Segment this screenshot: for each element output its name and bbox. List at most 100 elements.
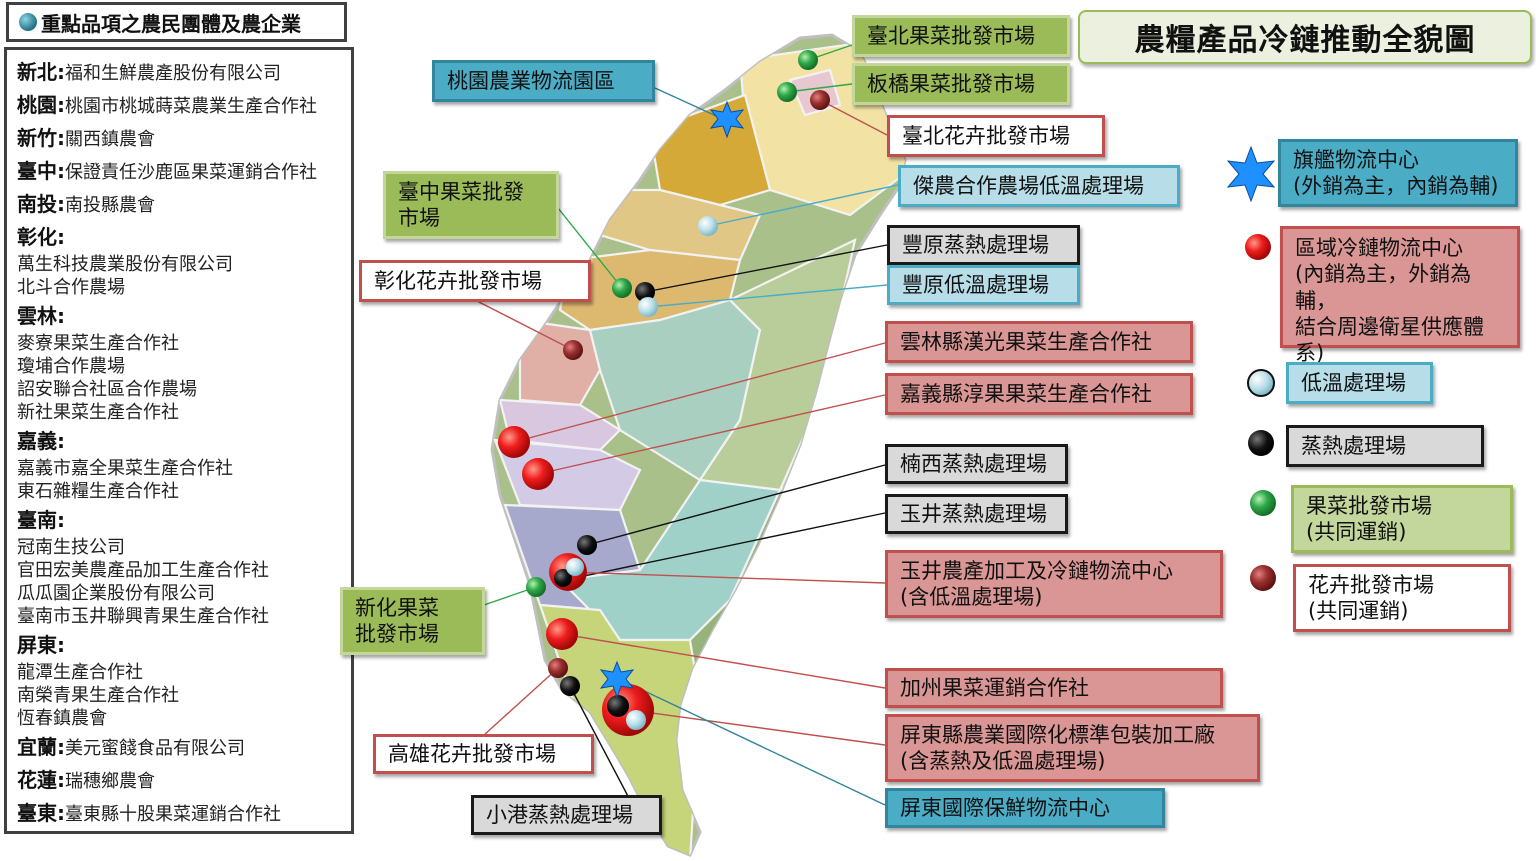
entry-organization: 北斗合作農場 (17, 277, 125, 298)
steam-marker-yujing (554, 569, 572, 587)
entry-organization: 嘉義市嘉全果菜生產合作社 (17, 458, 233, 479)
entry-organization: 南投縣農會 (65, 195, 155, 216)
entry-county: 臺中: (17, 159, 65, 183)
farmer-group-entry: 屏東: 龍潭生產合作社南榮青果生產合作社恆春鎮農會 (17, 631, 341, 730)
regional-center-marker-chiayi (522, 458, 554, 490)
legend-low-temp-icon (1247, 369, 1275, 397)
low-temp-marker-pingtung (626, 710, 646, 730)
farmer-group-entry: 宜蘭:美元蜜餞食品有限公司 (17, 733, 341, 763)
label-fengyuan-steam: 豐原蒸熱處理場 (887, 225, 1080, 265)
entry-organization: 桃園市桃城蒔菜農業生產合作社 (65, 96, 317, 117)
flower-market-marker-kaohsiung (548, 658, 568, 678)
entry-county: 嘉義: (17, 429, 65, 453)
steam-marker-xiaogang (560, 676, 580, 696)
low-temp-marker-yujing (566, 558, 584, 576)
farmer-group-entry: 雲林: 麥寮果菜生產合作社瓊埔合作農場詔安聯合社區合作農場新社果菜生產合作社 (17, 302, 341, 424)
entry-organization: 萬生科技農業股份有限公司 (17, 254, 233, 275)
fruit-market-marker-xinhua (526, 577, 546, 597)
entry-organization: 臺東縣十股果菜運銷合作社 (65, 804, 281, 825)
farmer-group-entry: 臺中:保證責任沙鹿區果菜運銷合作社 (17, 157, 341, 187)
farmer-group-entry: 嘉義:嘉義市嘉全果菜生產合作社東石雜糧生產合作社 (17, 427, 341, 503)
label-kaohsiung-flower-market: 高雄花卉批發市場 (373, 734, 594, 774)
label-yujing-steam: 玉井蒸熱處理場 (885, 494, 1068, 534)
regional-center-marker-yunlin (498, 426, 530, 458)
flagship-star-taoyuan (709, 100, 745, 139)
entry-organization: 南榮青果生產合作社 (17, 685, 179, 706)
entry-organization: 詔安聯合社區合作農場 (17, 379, 197, 400)
entry-county: 花蓮: (17, 768, 65, 792)
farmer-group-entry: 臺南: 冠南生技公司官田宏美農產品加工生產合作社瓜瓜園企業股份有限公司臺南市玉井聯… (17, 506, 341, 628)
entry-organization: 冠南生技公司 (17, 537, 125, 558)
entry-organization: 新社果菜生產合作社 (17, 402, 179, 423)
entry-organization: 官田宏美農產品加工生產合作社 (17, 560, 269, 581)
farmer-groups-list: 新北:福和生鮮農產股份有限公司桃園:桃園市桃城蒔菜農業生產合作社新竹:關西鎮農會… (4, 47, 354, 834)
farmer-group-entry: 新北:福和生鮮農產股份有限公司 (17, 58, 341, 88)
label-pingtung-center: 屏東國際保鮮物流中心 (885, 788, 1165, 828)
entry-organization: 麥寮果菜生產合作社 (17, 333, 179, 354)
legend-steam: 蒸熱處理場 (1286, 425, 1484, 467)
entry-county: 臺東: (17, 801, 65, 825)
label-chiayi-coop: 嘉義縣淳果果菜生產合作社 (885, 373, 1193, 415)
farmer-group-entry: 新竹:關西鎮農會 (17, 124, 341, 154)
label-taoyuan-park: 桃園農業物流園區 (432, 60, 655, 102)
entry-county: 宜蘭: (17, 735, 65, 759)
entry-organization: 瓜瓜園企業股份有限公司 (17, 583, 215, 604)
farmer-group-entry: 彰化: 萬生科技農業股份有限公司北斗合作農場 (17, 223, 341, 299)
label-fengyuan-low-temp: 豐原低溫處理場 (887, 265, 1080, 305)
flower-market-marker-changhua (563, 340, 583, 360)
connector-lines (474, 44, 899, 806)
map-markers (498, 50, 830, 736)
flower-market-marker-taipei (810, 90, 830, 110)
label-jienong-low-temp: 傑農合作農場低溫處理場 (898, 165, 1180, 207)
legend-regional-icon (1245, 234, 1271, 260)
fruit-market-marker-taipei (798, 50, 818, 70)
entry-organization: 恆春鎮農會 (17, 708, 107, 729)
legend-flagship: 旗艦物流中心 (外銷為主，內銷為輔) (1278, 139, 1518, 207)
label-taichung-fruit-market: 臺中果菜批發市場 (383, 171, 559, 239)
page-title: 農糧產品冷鏈推動全貌圖 (1078, 10, 1532, 64)
entry-organization: 美元蜜餞食品有限公司 (65, 738, 245, 759)
legend-symbols (1226, 145, 1276, 591)
legend-flower-market-icon (1250, 565, 1276, 591)
entry-county: 彰化: (17, 225, 65, 249)
low-temp-marker-jienong (698, 216, 718, 236)
left-panel-heading-text: 重點品項之農民團體及農企業 (41, 11, 301, 36)
label-yunlin-coop: 雲林縣漢光果菜生產合作社 (885, 321, 1193, 363)
entry-county: 雲林: (17, 304, 65, 328)
entry-county: 新竹: (17, 126, 65, 150)
label-taipei-flower-market: 臺北花卉批發市場 (887, 115, 1105, 157)
legend-fruit-market: 果菜批發市場 (共同運銷) (1291, 485, 1513, 553)
legend-regional-center: 區域冷鏈物流中心 (內銷為主，外銷為輔， 結合周邊衛星供應體 系) (1280, 226, 1520, 365)
label-taipei-fruit-market: 臺北果菜批發市場 (852, 15, 1070, 57)
farmer-group-entry: 花蓮:瑞穗鄉農會 (17, 766, 341, 796)
entry-organization: 臺南市玉井聯興青果生產合作社 (17, 606, 269, 627)
label-pingtung-packing-plant: 屏東縣農業國際化標準包裝加工廠 (含蒸熱及低溫處理場) (885, 714, 1260, 782)
entry-organization: 保證責任沙鹿區果菜運銷合作社 (65, 162, 317, 183)
steam-marker-nanxi (577, 535, 597, 555)
fruit-market-marker-banqiao (777, 82, 797, 102)
legend-fruit-market-icon (1250, 490, 1276, 516)
regional-center-marker-jiazhou (546, 618, 578, 650)
label-jiazhou-coop: 加州果菜運銷合作社 (885, 668, 1223, 708)
label-yujing-center: 玉井農產加工及冷鏈物流中心 (含低溫處理場) (885, 550, 1223, 618)
label-banqiao-fruit-market: 板橋果菜批發市場 (852, 63, 1070, 105)
steam-marker-fengyuan (635, 282, 655, 302)
low-temp-marker-fengyuan (638, 297, 658, 317)
label-nanxi-steam: 楠西蒸熱處理場 (885, 444, 1068, 484)
farmer-group-entry: 桃園:桃園市桃城蒔菜農業生產合作社 (17, 91, 341, 121)
flagship-star-pingtung (599, 660, 635, 699)
legend-low-temp: 低溫處理場 (1286, 362, 1433, 404)
label-changhua-flower-market: 彰化花卉批發市場 (359, 260, 591, 302)
entry-organization: 關西鎮農會 (65, 129, 155, 150)
entry-county: 屏東: (17, 633, 65, 657)
entry-organization: 龍潭生產合作社 (17, 662, 143, 683)
entry-county: 南投: (17, 192, 65, 216)
entry-organization: 瓊埔合作農場 (17, 356, 125, 377)
legend-steam-icon (1248, 430, 1274, 456)
label-xiaogang-steam: 小港蒸熱處理場 (471, 795, 662, 835)
legend-flower-market: 花卉批發市場 (共同運銷) (1293, 564, 1511, 632)
steam-marker-pingtung (607, 695, 629, 717)
farmer-group-entry: 南投:南投縣農會 (17, 190, 341, 220)
entry-county: 臺南: (17, 508, 65, 532)
